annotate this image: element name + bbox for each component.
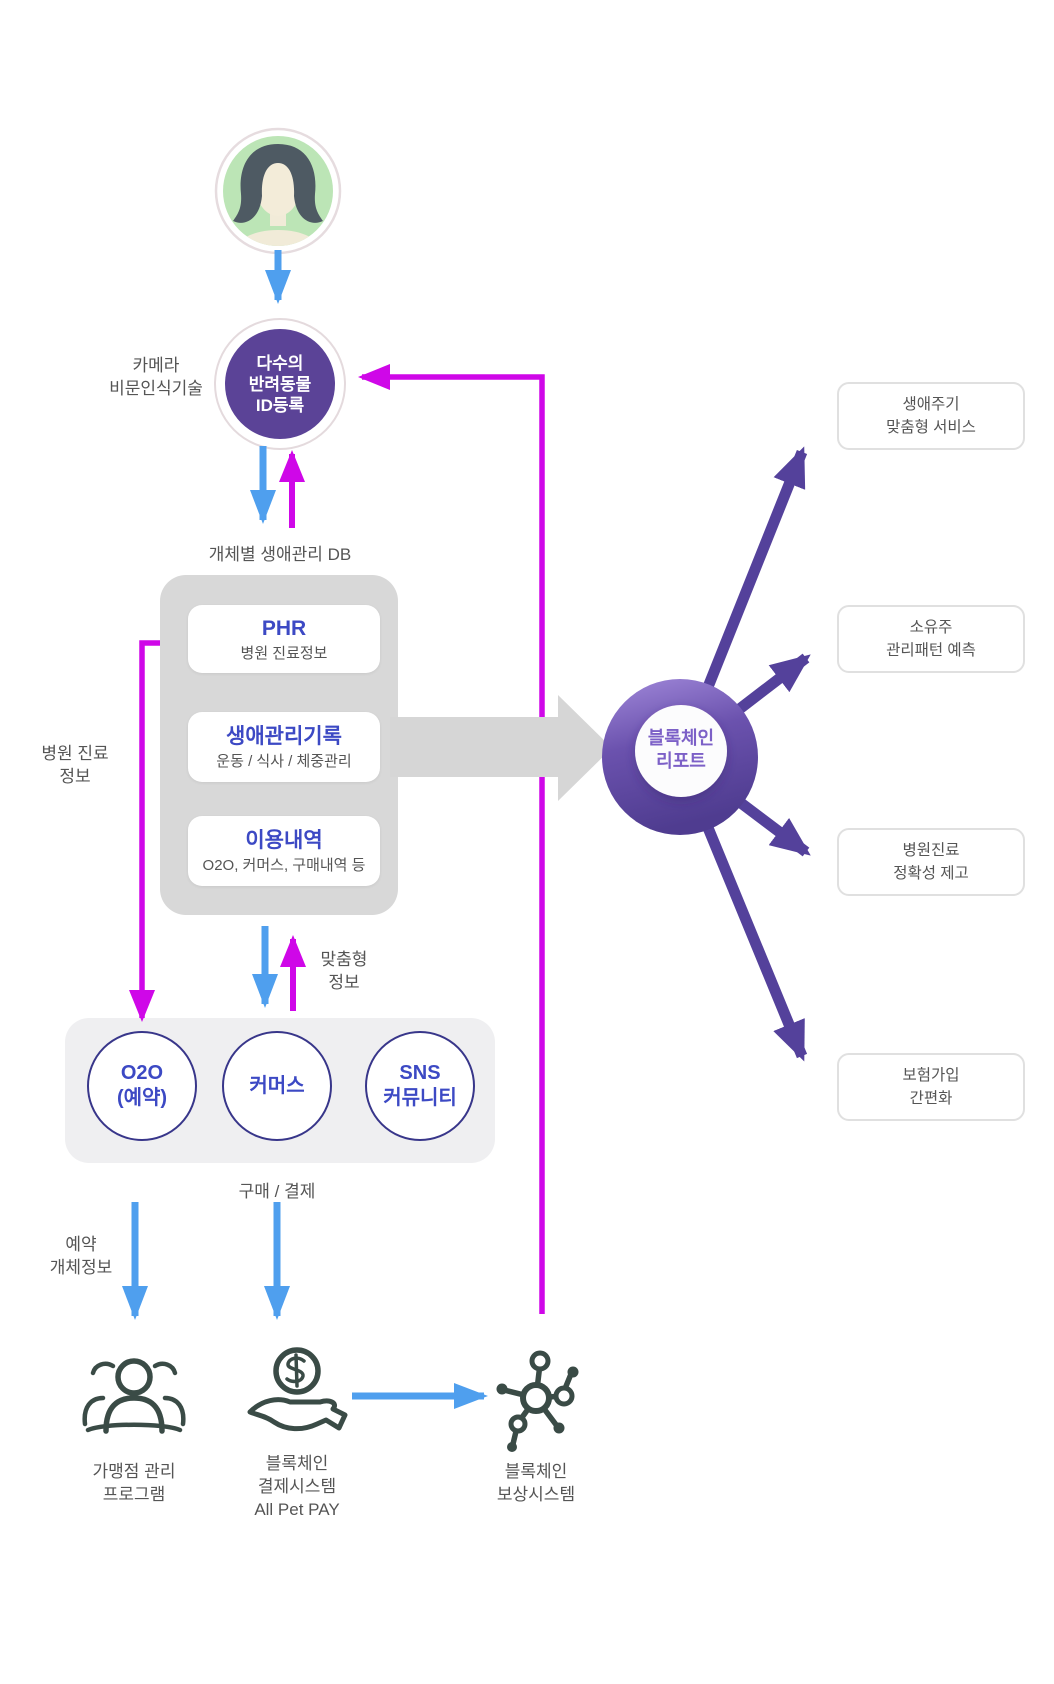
- db-item-usage-history: 이용내역 O2O, 커머스, 구매내역 등: [188, 816, 380, 886]
- service-sns-circle: SNS 커뮤니티: [365, 1031, 475, 1141]
- arrow-report-to-owner: [729, 653, 811, 719]
- outcome-lifecycle-service: 생애주기 맞춤형 서비스: [837, 382, 1025, 450]
- outcome-owner-pattern: 소유주 관리패턴 예측: [837, 605, 1025, 673]
- db-item-life-record: 생애관리기록 운동 / 식사 / 체중관리: [188, 712, 380, 782]
- payment-system-label: 블록체인 결제시스템 All Pet PAY: [254, 1454, 340, 1519]
- db-label: 개체별 생애관리 DB: [208, 545, 352, 564]
- reservation-info-label: 예약 개체정보: [49, 1235, 113, 1277]
- franchise-label: 가맹점 관리 프로그램: [92, 1462, 176, 1504]
- arrow-phr-to-o2o: [129, 640, 160, 1022]
- arrow-report-to-lifecycle: [698, 446, 808, 700]
- db-item-phr: PHR 병원 진료정보: [188, 605, 380, 673]
- purchase-payment-label: 구매 / 결제: [238, 1182, 316, 1201]
- pet-id-node: 다수의 반려동물 ID등록: [214, 318, 346, 450]
- service-commerce-circle: 커머스: [222, 1031, 332, 1141]
- reward-system-label: 블록체인 보상시스템: [496, 1462, 576, 1504]
- service-o2o-circle: O2O (예약): [87, 1031, 197, 1141]
- outcome-hospital-accuracy: 병원진료 정확성 제고: [837, 828, 1025, 896]
- dollar-hand-icon: [247, 1347, 348, 1432]
- user-avatar-icon: [214, 127, 342, 255]
- custom-info-label: 맞춤형 정보: [320, 950, 368, 992]
- arrow-report-to-hospital: [729, 792, 811, 857]
- blockchain-report-label: 블록체인 리포트: [647, 728, 715, 771]
- arrow-db-to-report: [390, 695, 612, 801]
- network-icon: [496, 1350, 579, 1452]
- hospital-info-label: 병원 진료 정보: [41, 744, 109, 786]
- people-group-icon: [82, 1358, 186, 1434]
- outcome-insurance: 보험가입 간편화: [837, 1053, 1025, 1121]
- camera-tech-label: 카메라 비문인식기술: [109, 356, 203, 398]
- pet-id-node-label: 다수의 반려동물 ID등록: [225, 329, 335, 439]
- arrow-report-to-insurance: [698, 815, 808, 1062]
